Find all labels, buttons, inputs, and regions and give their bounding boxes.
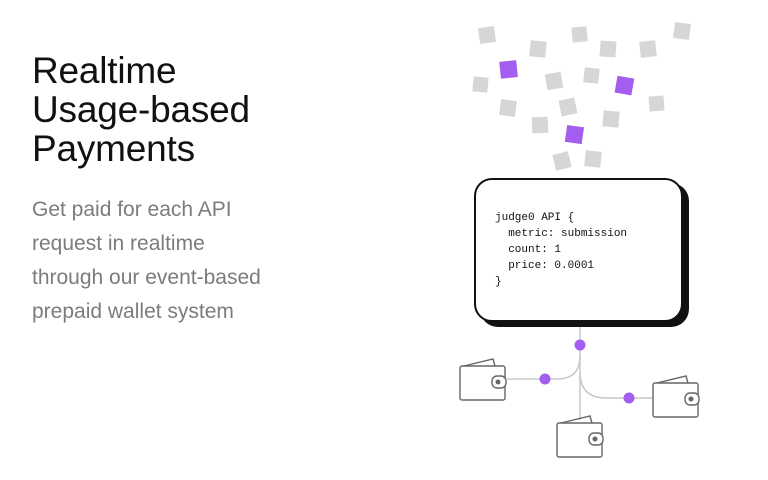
event-square <box>544 71 564 91</box>
subtext-line: Get paid for each API <box>32 198 232 221</box>
code-line: price: 0.0001 <box>495 260 595 272</box>
event-squares <box>472 21 692 171</box>
wallet-icon <box>556 415 604 458</box>
event-square-highlight <box>499 60 518 79</box>
wallet-icon <box>652 375 700 418</box>
event-square <box>584 150 602 168</box>
event-square <box>531 116 549 134</box>
headline-line: Realtime <box>32 50 177 91</box>
event-square <box>672 21 692 41</box>
connector-dot <box>623 392 635 404</box>
code-line: metric: submission <box>495 228 628 240</box>
event-square <box>583 67 600 84</box>
subtext-line: through our event-based <box>32 266 261 289</box>
headline-line: Payments <box>32 128 195 169</box>
subtext-line: prepaid wallet system <box>32 300 234 323</box>
event-square <box>602 110 620 128</box>
event-square <box>552 151 572 171</box>
subtext-line: request in realtime <box>32 232 205 255</box>
connector-dot <box>539 373 551 385</box>
event-square-highlight <box>564 124 585 145</box>
event-square <box>472 76 489 93</box>
headline-line: Usage-based <box>32 89 250 130</box>
event-square-highlight <box>614 75 635 96</box>
event-square <box>571 26 588 43</box>
subtext: Get paid for each API request in realtim… <box>32 193 412 329</box>
hero-text: Realtime Usage-based Payments Get paid f… <box>32 51 412 329</box>
code-card: judge0 API { metric: submission count: 1… <box>474 178 683 322</box>
connector-dot <box>574 339 586 351</box>
event-square <box>498 98 518 118</box>
code-line: } <box>495 276 502 288</box>
event-square <box>648 95 665 112</box>
event-square <box>599 40 617 58</box>
code-line: count: 1 <box>495 244 562 256</box>
headline: Realtime Usage-based Payments <box>32 51 412 168</box>
wallet-icon <box>459 358 507 401</box>
event-square <box>529 40 547 58</box>
code-line: judge0 API { <box>495 212 575 224</box>
event-square <box>558 97 578 117</box>
event-square <box>477 25 497 45</box>
event-square <box>639 40 657 58</box>
